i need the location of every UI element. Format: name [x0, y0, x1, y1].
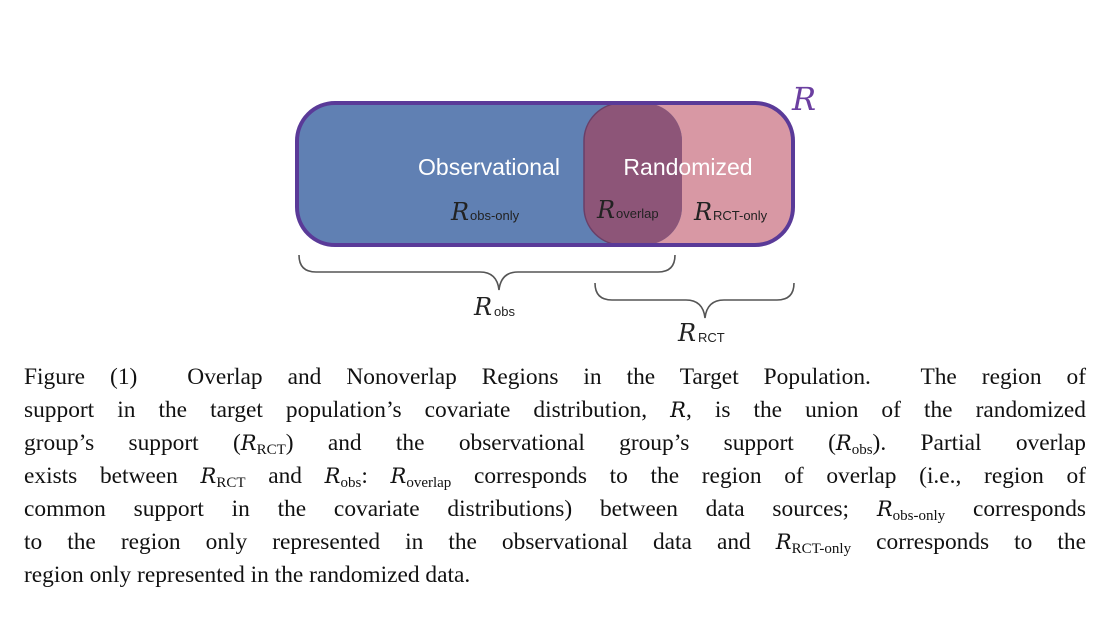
- svg-text:R: R: [450, 198, 469, 226]
- svg-text:R: R: [596, 196, 615, 224]
- caption-title: Overlap and Nonoverlap Regions in the Ta…: [187, 364, 871, 390]
- randomized-label: Randomized: [623, 154, 752, 180]
- brace-rct: [594, 282, 795, 319]
- svg-text:obs-only: obs-only: [470, 208, 520, 223]
- overlap-diagram: Observational Randomized R R obs-only R …: [295, 80, 816, 345]
- union-region-symbol: R: [791, 80, 816, 118]
- svg-text:RCT-only: RCT-only: [713, 208, 768, 223]
- svg-text:obs: obs: [494, 304, 515, 319]
- svg-text:RCT: RCT: [698, 330, 725, 345]
- label-obs-only: R obs-only: [450, 198, 520, 226]
- overlap-region: [583, 103, 682, 245]
- label-overlap: R overlap: [596, 196, 659, 224]
- figure-label: Figure (1): [24, 364, 138, 390]
- brace-obs: [298, 254, 676, 291]
- figure-caption: Figure (1) Overlap and Nonoverlap Region…: [24, 364, 1086, 588]
- label-rct-only: R RCT-only: [693, 198, 768, 226]
- svg-text:overlap: overlap: [616, 206, 659, 221]
- svg-text:R: R: [677, 319, 696, 345]
- label-obs: R obs: [473, 293, 515, 321]
- label-rct: R RCT: [677, 319, 725, 345]
- svg-text:R: R: [473, 293, 492, 321]
- union-outline: [295, 101, 795, 247]
- svg-text:R: R: [693, 198, 712, 226]
- observational-label: Observational: [418, 154, 560, 180]
